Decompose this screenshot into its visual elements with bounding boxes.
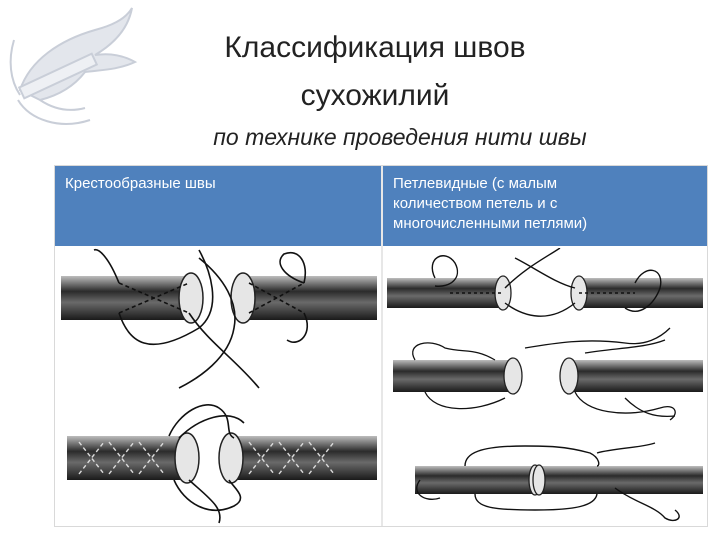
page-title-line1: Классификация швов (224, 31, 526, 64)
loop-suture-illustration (387, 248, 703, 522)
loop-suture-row-3 (415, 442, 703, 522)
suture-classification-table: Крестообразные швы Петлевидные (с малым … (54, 165, 708, 527)
loop-suture-row-2 (393, 327, 703, 421)
column-header-loop-line1: Петлевидные (с малым (393, 175, 558, 192)
column-header-loop-line3: многочисленными петлями) (393, 215, 588, 232)
dove-logo-icon (9, 7, 138, 125)
column-header-cruciate: Крестообразные швы (55, 166, 381, 246)
cruciate-suture-top (61, 249, 377, 389)
page-subtitle: по технике проведения нити швы (213, 124, 587, 150)
loop-suture-row-1 (387, 248, 703, 317)
cruciate-suture-bottom (67, 404, 377, 524)
cruciate-suture-illustration (61, 249, 377, 524)
column-divider (381, 166, 383, 526)
column-header-loop-line2: количеством петель и с (393, 195, 558, 212)
column-header-loop: Петлевидные (с малым количеством петель … (383, 166, 707, 246)
page-title-line2: сухожилий (300, 79, 450, 112)
